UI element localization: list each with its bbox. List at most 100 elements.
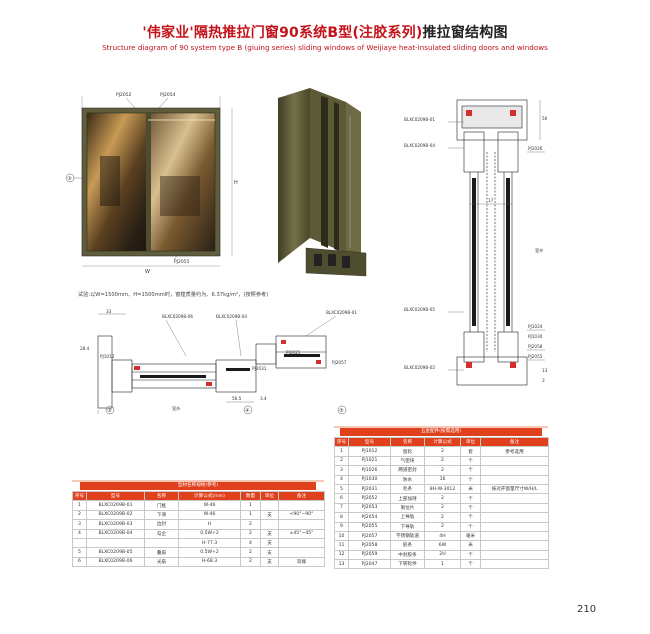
table-cell: 5 xyxy=(72,547,87,558)
table-left-header: 名称 xyxy=(144,490,179,502)
table-cell: 个 xyxy=(460,521,481,532)
right-dim-6: 3 xyxy=(542,378,545,383)
section-label-7: PJ2031 xyxy=(252,366,267,371)
table-cell: 1 xyxy=(424,559,461,570)
right-label-5: PJ1026 xyxy=(528,146,543,151)
table-cell: PJ2052 xyxy=(348,493,391,504)
table-cell xyxy=(278,500,325,511)
right-label-9: PJ2055 xyxy=(528,354,543,359)
table-right-caption-bar xyxy=(334,426,548,428)
table-cell: 2 xyxy=(424,512,461,523)
table-cell: PJ1021 xyxy=(348,455,391,467)
table-cell: 光扇 xyxy=(144,556,179,568)
table-cell: BLXC0209B-05 xyxy=(86,547,145,558)
table-cell: 窗轮 xyxy=(390,446,425,457)
table-cell: 11 xyxy=(334,540,349,551)
horizontal-section: BLXC0209B-06 BLXC0209B-04 BLXC0209B-01 P… xyxy=(80,309,357,415)
table-cell: PJ2058 xyxy=(348,540,391,551)
table-left-header: 计算公式(mm) xyxy=(178,490,241,502)
table-cell: BLXC0209B-04 xyxy=(86,528,145,539)
table-cell: 勾企 xyxy=(144,528,179,539)
table-cell: PJ1030 xyxy=(348,474,391,485)
table-cell: 支 xyxy=(260,509,279,521)
table-cell: 个 xyxy=(460,474,481,485)
table-cell: 2 xyxy=(424,446,461,457)
table-cell: 1 xyxy=(240,500,261,511)
table-cell: 下转轮件 xyxy=(390,559,425,570)
label-h: H xyxy=(234,180,238,186)
weight-note: 试验:以W=1500mm、H=1500mm时，窗樘质量约为、6.37kg/m²，… xyxy=(78,292,269,298)
table-cell xyxy=(480,549,549,561)
table-cell: 2 xyxy=(424,455,461,467)
table-cell: 3 xyxy=(334,465,349,476)
table-cell: 个 xyxy=(460,512,481,523)
table-left-header: 数量 xyxy=(240,490,261,502)
table-cell: 下导轨 xyxy=(390,521,425,532)
table-right-header: 备注 xyxy=(480,436,549,448)
table-cell: 0.5W+2 xyxy=(178,528,241,539)
table-cell: 7 xyxy=(334,502,349,514)
table-cell: BLXC0209B-01 xyxy=(86,500,145,511)
right-label-2: BLXC0209B-04 xyxy=(404,143,435,148)
label-w: W xyxy=(145,269,150,275)
circle-4-section: ④ xyxy=(245,408,250,414)
right-dim-2: 17 xyxy=(488,198,494,203)
table-cell: 门框 xyxy=(144,500,179,511)
table-cell: 6W xyxy=(424,540,461,551)
table-cell xyxy=(480,512,549,523)
table-cell: 4H xyxy=(424,530,461,542)
table-cell: 2 xyxy=(72,509,87,521)
table-cell: 个 xyxy=(460,465,481,476)
table-cell: PJ2031 xyxy=(348,483,391,495)
table-cell: 2 xyxy=(424,502,461,514)
table-cell: H-77.3 xyxy=(178,537,241,549)
table-cell xyxy=(278,547,325,558)
table-cell xyxy=(278,519,325,530)
table-cell: 个 xyxy=(460,559,481,570)
table-cell xyxy=(480,502,549,514)
table-cell: 参考选用 xyxy=(480,446,549,457)
table-cell xyxy=(144,537,179,549)
table-cell: 2 xyxy=(424,465,461,476)
table-cell: BLXC0209B-02 xyxy=(86,509,145,521)
section-label-1: BLXC0209B-06 xyxy=(162,314,193,319)
right-label-6: PJ1024 xyxy=(528,324,543,329)
table-cell: 毫米 xyxy=(460,530,481,542)
table-cell: 1 xyxy=(334,446,349,457)
page-title: '伟家业'隔热推拉门窗90系统B型(注胶系列)推拉窗结构图 xyxy=(0,22,650,42)
table-cell: 中封胶条 xyxy=(390,549,425,561)
table-cell: 6 xyxy=(334,493,349,504)
table-cell: 个 xyxy=(460,502,481,514)
table-cell: PJ1026 xyxy=(348,465,391,476)
table-cell: 下滑 xyxy=(144,509,179,521)
table-cell: <90°~90° xyxy=(278,509,325,521)
table-cell: 个 xyxy=(460,549,481,561)
page-title-red: '伟家业'隔热推拉门窗90系统B型(注胶系列) xyxy=(142,25,423,41)
right-sash-glass xyxy=(147,112,216,252)
table-left-caption: 型材名称规格(参考) xyxy=(80,482,316,490)
right-dim-3: 6 xyxy=(506,198,509,203)
table-right-header: 计算公式 xyxy=(424,436,461,448)
table-cell: 2 xyxy=(240,528,261,539)
right-label-8: PJ2058 xyxy=(528,344,543,349)
table-cell: 叠扇 xyxy=(144,547,179,558)
table-cell xyxy=(278,537,325,549)
table-cell: 2 xyxy=(334,455,349,467)
table-cell xyxy=(480,530,549,542)
label-pj2052: PJ2052 xyxy=(116,92,132,98)
profile-3d-view xyxy=(278,88,367,277)
table-cell: 8H-W-3012 xyxy=(424,483,461,495)
page-number: 210 xyxy=(577,604,597,615)
table-cell: 个 xyxy=(460,493,481,504)
